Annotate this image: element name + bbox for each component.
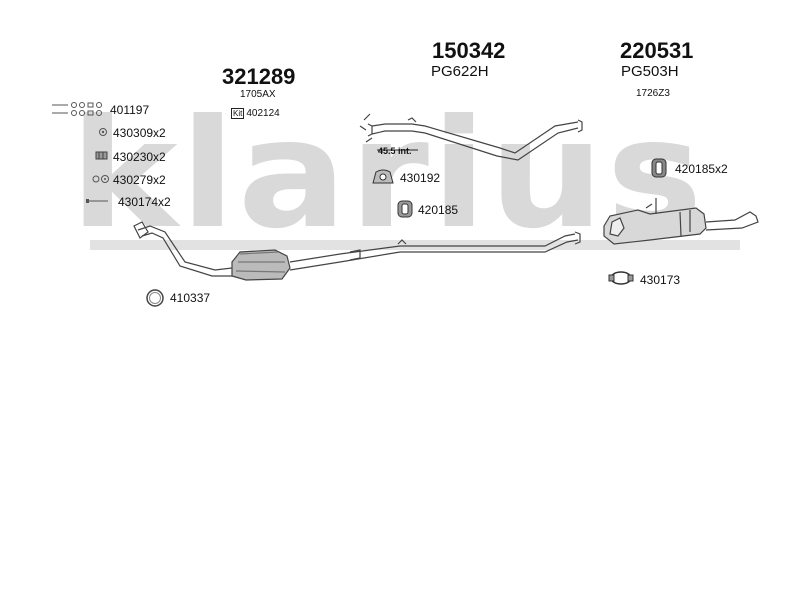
part-number-220531[interactable]: 220531: [620, 38, 694, 63]
clamp-icon: [608, 271, 634, 285]
fitting-label-430309x2[interactable]: 430309x2: [113, 126, 166, 140]
fitting-label-420185[interactable]: 420185: [418, 203, 459, 217]
kit-number: 402124: [246, 108, 280, 120]
stud-icon: [86, 199, 108, 203]
fitting-label-430174x2[interactable]: 430174x2: [118, 195, 171, 209]
front-pipe-321289[interactable]: [133, 221, 581, 281]
fitting-label-401197[interactable]: 401197: [110, 103, 150, 117]
fitting-label-430279x2[interactable]: 430279x2: [113, 173, 166, 187]
fitting-label-430230x2[interactable]: 430230x2: [113, 150, 166, 164]
gasket-ring-icon: [146, 289, 164, 307]
fitting-label-430192[interactable]: 430192: [400, 171, 441, 185]
rear-silencer-220531[interactable]: [603, 198, 759, 245]
nut-icon: [99, 128, 107, 136]
oe-ref-1726z3: 1726Z3: [636, 88, 670, 99]
fitting-label-430173[interactable]: 430173: [640, 273, 681, 287]
spring-bolt-icon: [92, 175, 109, 183]
watermark-underline: [90, 240, 740, 250]
rubber-hanger-icon: [651, 158, 667, 178]
rubber-mount-icon: [372, 169, 394, 184]
kit-badge: Kit: [231, 108, 245, 119]
oe-ref-1705ax: 1705AX: [240, 89, 276, 100]
washer-icon: [95, 151, 108, 160]
middle-pipe-150342[interactable]: [359, 113, 583, 161]
part-number-321289[interactable]: 321289: [222, 64, 296, 89]
fitting-label-420185x2[interactable]: 420185x2: [675, 162, 728, 176]
part-number-150342[interactable]: 150342: [432, 38, 506, 63]
bolt-set-icon: [52, 102, 102, 116]
oe-ref-pg622h: PG622H: [431, 63, 489, 80]
fitting-label-410337[interactable]: 410337: [170, 291, 211, 305]
oe-ref-pg503h: PG503H: [621, 63, 679, 80]
rubber-hanger-icon: [397, 200, 413, 218]
dimension-label: 45.5 int.: [378, 146, 412, 156]
